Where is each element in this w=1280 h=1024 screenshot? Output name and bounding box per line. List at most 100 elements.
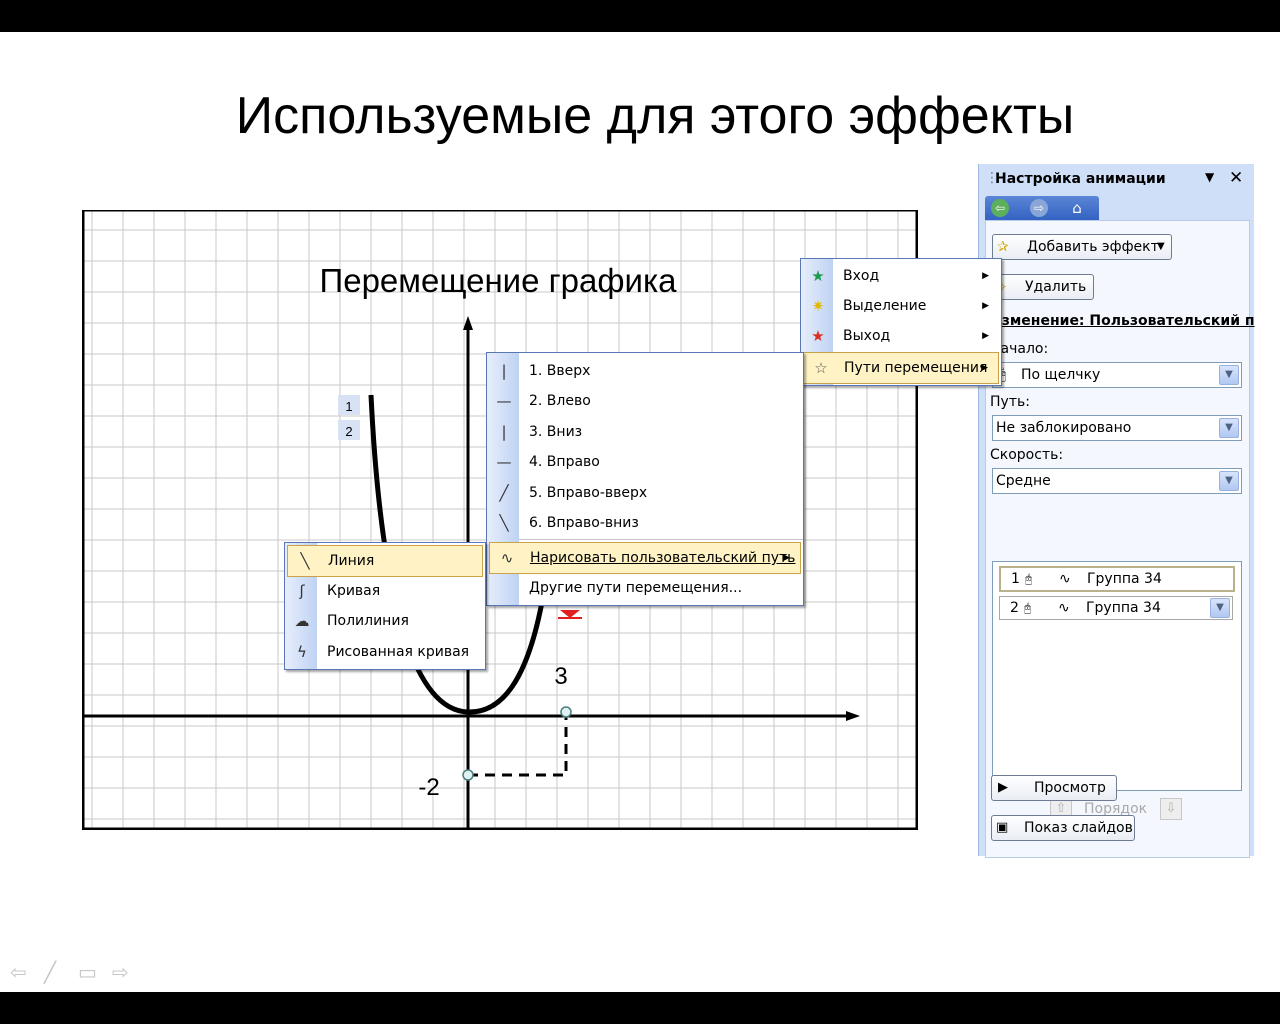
chevron-down-icon: ▼ — [1219, 471, 1239, 491]
effect-name: Группа 34 — [1087, 571, 1162, 587]
menu-item-down-right[interactable]: ╲ 6. Вправо-вниз — [487, 508, 801, 538]
speed-select[interactable]: Средне ▼ — [992, 468, 1242, 494]
effect-number: 2 — [1010, 600, 1019, 616]
top-bar — [0, 0, 1280, 32]
speed-select-value: Средне — [996, 473, 1051, 489]
y-axis-arrow — [463, 316, 473, 330]
close-icon[interactable]: ✕ — [1229, 168, 1244, 188]
menu-item-curve[interactable]: ʃ Кривая — [285, 576, 483, 606]
menu-item-scribble[interactable]: ϟ Рисованная кривая — [285, 637, 483, 667]
slideshow-button[interactable]: ▣ Показ слайдов — [991, 815, 1135, 841]
path-select[interactable]: Не заблокировано ▼ — [992, 415, 1242, 441]
submenu-arrow-icon: ▶ — [982, 271, 989, 281]
menu-item-label: 2. Влево — [529, 393, 591, 409]
slide-title: Используемые для этого эффекты — [235, 87, 1075, 145]
list-item[interactable]: 1 🖰 ∿ Группа 34 — [999, 566, 1235, 592]
motion-paths-menu: | 1. Вверх — 2. Влево | 3. Вниз — 4. Впр… — [486, 352, 804, 606]
list-item[interactable]: 2 🖰 ∿ Группа 34 ▼ — [999, 596, 1233, 620]
pane-body: ✰ Добавить эффект ▼ ✧ Удалить Изменение:… — [985, 220, 1255, 858]
path-label: Путь: — [990, 394, 1030, 410]
start-select-value: По щелчку — [1021, 367, 1101, 383]
pen-icon[interactable]: ╱ — [44, 960, 57, 984]
menu-item-down[interactable]: | 3. Вниз — [487, 417, 801, 447]
remove-button[interactable]: ✧ Удалить — [992, 274, 1094, 300]
submenu-arrow-icon: ▶ — [783, 553, 790, 563]
dashed-guide — [468, 712, 568, 777]
label-three: 3 — [554, 663, 567, 690]
graph-heading: Перемещение графика — [320, 262, 678, 299]
mouse-icon: 🖰 — [1024, 601, 1032, 615]
chevron-down-icon: ▼ — [1219, 365, 1239, 385]
star-icon: ✰ — [997, 239, 1009, 255]
custom-animation-pane: ⋮ Настройка анимации ▼ ✕ ⇦ ⇨ ⌂ ✰ Добавит… — [978, 164, 1255, 858]
custom-path-icon: ∿ — [500, 549, 514, 567]
preview-button[interactable]: ▶ Просмотр — [991, 775, 1117, 801]
previous-slide-icon[interactable]: ⇦ — [10, 960, 27, 984]
menu-item-emphasis[interactable]: ✷ Выделение ▶ — [801, 291, 999, 321]
menu-item-label: 4. Вправо — [529, 454, 600, 470]
menu-item-up[interactable]: | 1. Вверх — [487, 356, 801, 386]
slide-menu-icon[interactable]: ▭ — [78, 960, 97, 984]
menu-item-exit[interactable]: ★ Выход ▶ — [801, 321, 999, 351]
menu-item-label: Вход — [843, 268, 880, 284]
label-minus-two: -2 — [418, 774, 439, 801]
chevron-down-icon: ▼ — [1219, 418, 1239, 438]
menu-item-motion-paths[interactable]: ☆ Пути перемещения ▶ — [803, 352, 999, 384]
menu-item-label: Рисованная кривая — [327, 644, 470, 660]
add-effect-label: Добавить эффект — [1027, 239, 1159, 255]
move-down-icon[interactable]: ⇩ — [1160, 798, 1182, 820]
chevron-down-icon[interactable]: ▼ — [1210, 598, 1230, 618]
point-marker-3 — [560, 706, 572, 718]
menu-item-line[interactable]: ╲ Линия — [287, 545, 483, 577]
effect-name: Группа 34 — [1086, 600, 1161, 616]
start-select[interactable]: 🖰 По щелчку ▼ — [992, 362, 1242, 388]
graph-border — [82, 210, 918, 830]
menu-item-draw-custom-path[interactable]: ∿ Нарисовать пользовательский путь ▶ — [489, 542, 801, 574]
menu-separator — [519, 539, 803, 540]
path-end-marker — [560, 610, 580, 618]
forward-icon[interactable]: ⇨ — [1030, 199, 1048, 217]
preview-label: Просмотр — [1034, 780, 1106, 796]
menu-item-entrance[interactable]: ★ Вход ▶ — [801, 261, 999, 291]
entrance-star-icon: ★ — [811, 267, 825, 285]
add-effect-menu: ★ Вход ▶ ✷ Выделение ▶ ★ Выход ▶ ☆ Пути … — [800, 258, 1002, 386]
menu-item-label: Полилиния — [327, 613, 409, 629]
menu-item-right[interactable]: — 4. Вправо — [487, 447, 801, 477]
horizontal-line-icon: — — [496, 392, 512, 410]
anim-tag-1[interactable]: 1 — [345, 399, 352, 414]
submenu-arrow-icon: ▶ — [982, 301, 989, 311]
menu-item-up-right[interactable]: ╱ 5. Вправо-вверх — [487, 478, 801, 508]
slideshow-label: Показ слайдов — [1024, 820, 1133, 836]
mouse-icon: 🖰 — [998, 367, 1007, 383]
menu-item-label: Выделение — [843, 298, 927, 314]
mouse-icon: 🖰 — [1025, 572, 1033, 586]
bottom-bar — [0, 992, 1280, 1024]
horizontal-line-icon: — — [496, 453, 512, 471]
menu-item-label: 1. Вверх — [529, 363, 591, 379]
path-select-value: Не заблокировано — [996, 420, 1132, 436]
anim-tag-2[interactable]: 2 — [345, 424, 352, 439]
effect-number: 1 — [1011, 571, 1020, 587]
back-icon[interactable]: ⇦ — [991, 199, 1009, 217]
pane-title: Настройка анимации — [995, 171, 1166, 187]
chevron-down-icon: ▼ — [1157, 241, 1165, 252]
add-effect-button[interactable]: ✰ Добавить эффект ▼ — [992, 234, 1172, 260]
menu-item-polyline[interactable]: ☁ Полилиния — [285, 606, 483, 636]
pane-menu-icon[interactable]: ▼ — [1205, 170, 1215, 184]
scribble-icon: ϟ — [297, 643, 307, 661]
submenu-arrow-icon: ▶ — [982, 331, 989, 341]
diagonal-down-icon: ╲ — [499, 514, 509, 532]
next-slide-icon[interactable]: ⇨ — [112, 960, 129, 984]
menu-item-left[interactable]: — 2. Влево — [487, 386, 801, 416]
menu-item-label: Пути перемещения — [844, 360, 988, 376]
speed-label: Скорость: — [990, 447, 1064, 463]
submenu-arrow-icon: ▶ — [981, 363, 988, 373]
x-axis-arrow — [846, 711, 860, 721]
remove-icon: ✧ — [997, 280, 1008, 294]
effects-list[interactable]: 1 🖰 ∿ Группа 34 2 🖰 ∿ Группа 34 ▼ — [992, 561, 1242, 791]
home-icon[interactable]: ⌂ — [1072, 199, 1082, 217]
change-label: Изменение: Пользовательский п — [990, 313, 1255, 329]
remove-label: Удалить — [1025, 279, 1087, 295]
grip-icon[interactable]: ⋮ — [985, 170, 999, 186]
menu-item-other-paths[interactable]: Другие пути перемещения... — [487, 573, 801, 603]
